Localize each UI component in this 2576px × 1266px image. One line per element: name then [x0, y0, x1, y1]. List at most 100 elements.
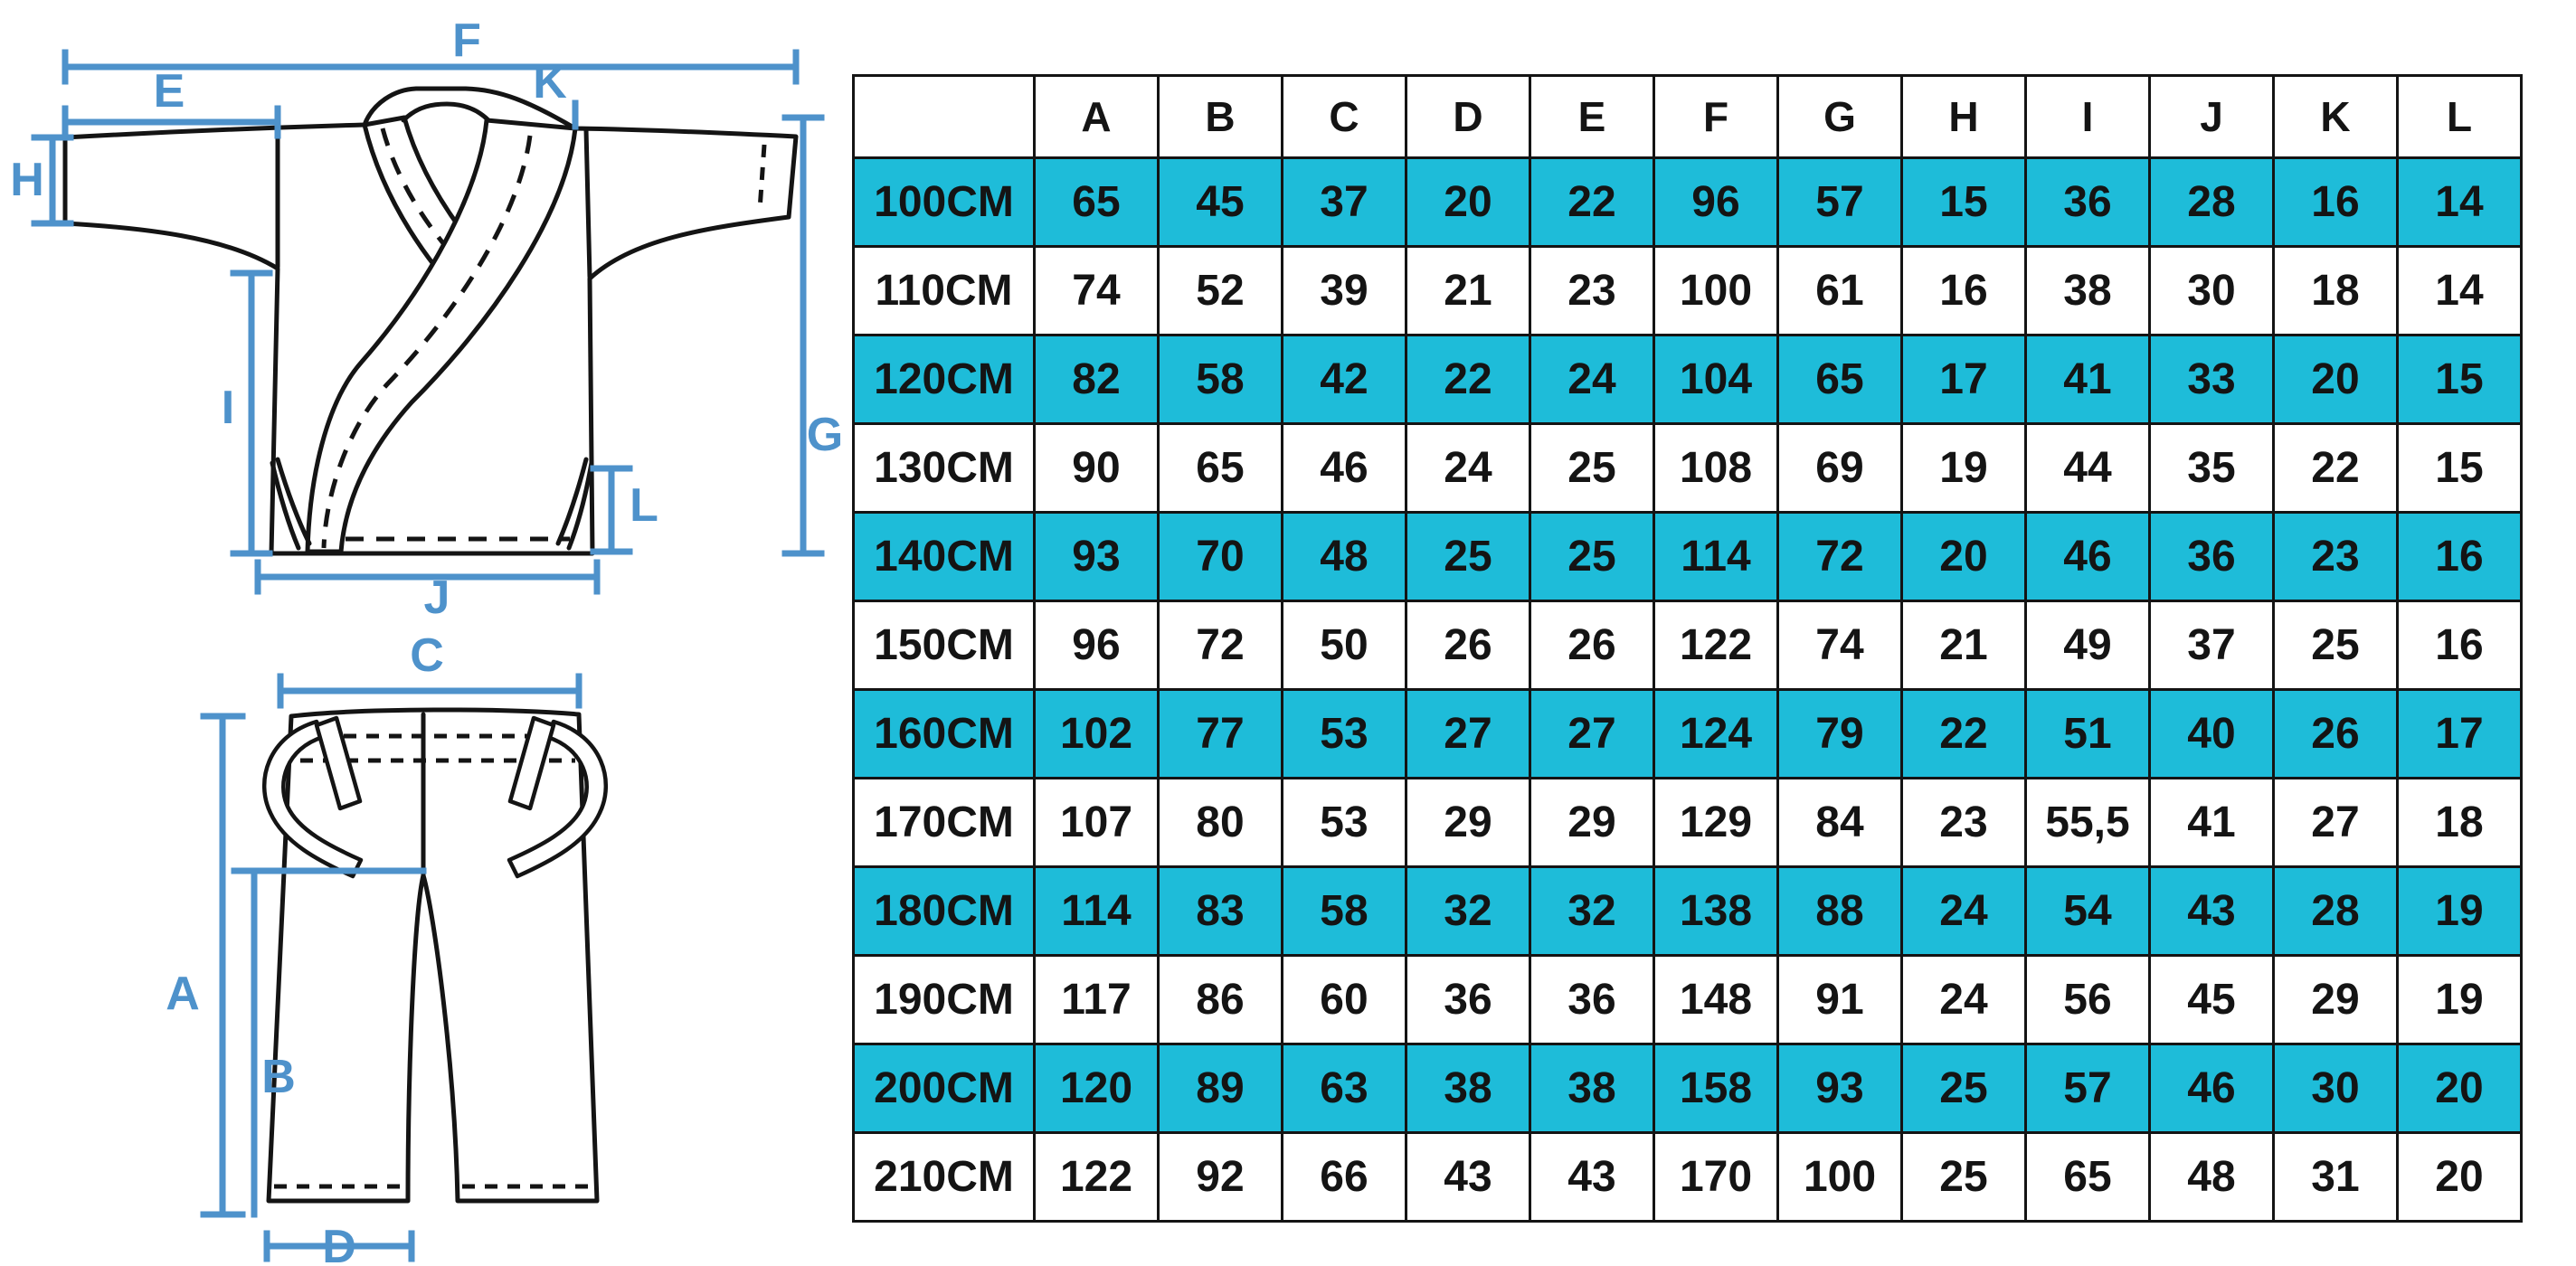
cell-210CM-A: 122 [1033, 1131, 1160, 1223]
cell-140CM-L: 16 [2396, 511, 2523, 602]
cell-100CM-J: 28 [2148, 156, 2275, 248]
cell-140CM-D: 25 [1405, 511, 1531, 602]
cell-100CM-D: 20 [1405, 156, 1531, 248]
cell-110CM-B: 52 [1157, 245, 1283, 336]
cell-100CM-L: 14 [2396, 156, 2523, 248]
right-side-slit [555, 457, 594, 551]
cell-190CM-J: 45 [2148, 954, 2275, 1045]
column-header-D: D [1405, 74, 1531, 159]
left-tie-end [314, 715, 363, 811]
cell-190CM-G: 91 [1776, 954, 1903, 1045]
row-label-130CM: 130CM [852, 422, 1036, 514]
right-lapel-band [305, 118, 578, 554]
measure-A-line [200, 713, 246, 1218]
cell-140CM-G: 72 [1776, 511, 1903, 602]
column-header-L: L [2396, 74, 2523, 159]
measure-I-line [230, 269, 273, 557]
cell-180CM-D: 32 [1405, 865, 1531, 957]
cell-190CM-C: 60 [1281, 954, 1407, 1045]
cell-140CM-J: 36 [2148, 511, 2275, 602]
measure-B-line [231, 867, 427, 1218]
measure-H-line [31, 134, 74, 227]
right-armhole-seam [583, 127, 592, 279]
label-E: E [154, 65, 185, 118]
row-label-210CM: 210CM [852, 1131, 1036, 1223]
label-B: B [261, 1051, 296, 1103]
cell-200CM-I: 57 [2024, 1043, 2151, 1134]
label-F: F [452, 14, 481, 67]
label-A: A [166, 968, 200, 1020]
cell-110CM-I: 38 [2024, 245, 2151, 336]
cell-200CM-H: 25 [1900, 1043, 2027, 1134]
cell-120CM-E: 24 [1529, 334, 1655, 425]
cell-180CM-H: 24 [1900, 865, 2027, 957]
label-D: D [322, 1221, 356, 1266]
cell-160CM-I: 51 [2024, 688, 2151, 779]
left-lapel-stitching [380, 128, 453, 255]
cell-180CM-L: 19 [2396, 865, 2523, 957]
cell-200CM-A: 120 [1033, 1043, 1160, 1134]
label-J: J [424, 572, 450, 617]
row-label-150CM: 150CM [852, 600, 1036, 691]
cell-120CM-F: 104 [1653, 334, 1779, 425]
cell-210CM-L: 20 [2396, 1131, 2523, 1223]
cell-150CM-D: 26 [1405, 600, 1531, 691]
cell-100CM-C: 37 [1281, 156, 1407, 248]
cell-200CM-B: 89 [1157, 1043, 1283, 1134]
cell-210CM-I: 65 [2024, 1131, 2151, 1223]
cell-210CM-J: 48 [2148, 1131, 2275, 1223]
cell-100CM-F: 96 [1653, 156, 1779, 248]
right-tie-loop [507, 719, 608, 879]
cell-120CM-L: 15 [2396, 334, 2523, 425]
left-tie-loop [262, 719, 364, 879]
cell-180CM-K: 28 [2272, 865, 2399, 957]
cell-180CM-A: 114 [1033, 865, 1160, 957]
cell-130CM-F: 108 [1653, 422, 1779, 514]
cell-170CM-H: 23 [1900, 777, 2027, 868]
cell-170CM-G: 84 [1776, 777, 1903, 868]
cell-210CM-D: 43 [1405, 1131, 1531, 1223]
cell-150CM-C: 50 [1281, 600, 1407, 691]
cell-180CM-I: 54 [2024, 865, 2151, 957]
cell-100CM-G: 57 [1776, 156, 1903, 248]
measure-F-line [62, 49, 800, 85]
cell-120CM-K: 20 [2272, 334, 2399, 425]
column-header-A: A [1033, 74, 1160, 159]
column-header-J: J [2148, 74, 2275, 159]
cell-200CM-L: 20 [2396, 1043, 2523, 1134]
cell-140CM-C: 48 [1281, 511, 1407, 602]
cell-110CM-J: 30 [2148, 245, 2275, 336]
cell-160CM-B: 77 [1157, 688, 1283, 779]
cell-190CM-K: 29 [2272, 954, 2399, 1045]
collar-inner-edge [401, 101, 491, 123]
cell-210CM-B: 92 [1157, 1131, 1283, 1223]
cell-140CM-A: 93 [1033, 511, 1160, 602]
cell-190CM-B: 86 [1157, 954, 1283, 1045]
cell-150CM-L: 16 [2396, 600, 2523, 691]
right-lapel-stitching [321, 135, 533, 549]
column-header-B: B [1157, 74, 1283, 159]
cell-160CM-F: 124 [1653, 688, 1779, 779]
cell-190CM-D: 36 [1405, 954, 1531, 1045]
column-header-F: F [1653, 74, 1779, 159]
cell-140CM-H: 20 [1900, 511, 2027, 602]
cell-210CM-C: 66 [1281, 1131, 1407, 1223]
cell-160CM-A: 102 [1033, 688, 1160, 779]
row-label-190CM: 190CM [852, 954, 1036, 1045]
cell-160CM-H: 22 [1900, 688, 2027, 779]
cell-150CM-J: 37 [2148, 600, 2275, 691]
measure-C-line [277, 673, 582, 709]
cell-110CM-G: 61 [1776, 245, 1903, 336]
cell-150CM-A: 96 [1033, 600, 1160, 691]
cell-120CM-I: 41 [2024, 334, 2151, 425]
cell-130CM-I: 44 [2024, 422, 2151, 514]
